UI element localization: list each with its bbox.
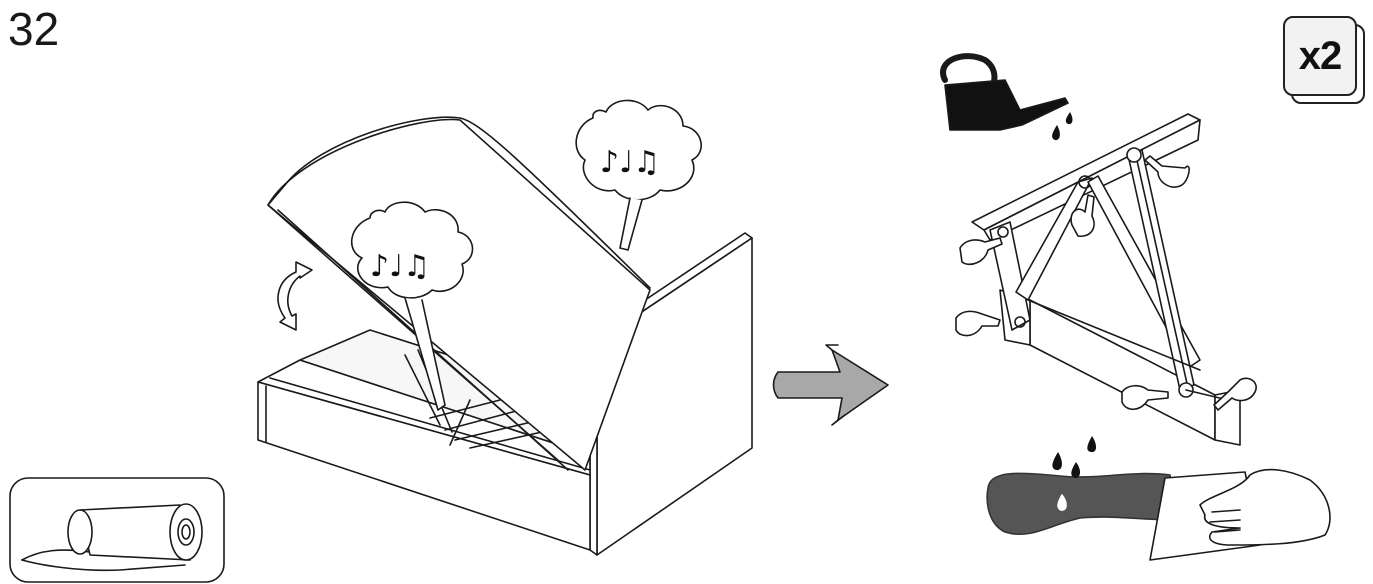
pointing-hand-icon <box>1145 156 1189 187</box>
music-notes-bubble-icon: ♪♩♫ <box>576 100 701 250</box>
next-step-arrow-icon <box>774 345 889 425</box>
svg-text:♪♩♫: ♪♩♫ <box>370 249 430 284</box>
paper-towel-roll-icon <box>10 478 224 582</box>
rotate-arrow-icon <box>278 262 312 330</box>
oil-spill-icon <box>987 473 1180 534</box>
svg-text:♪♩♫: ♪♩♫ <box>600 145 660 180</box>
oil-can-icon <box>943 56 1068 130</box>
oil-drop-icon <box>1052 436 1096 478</box>
oil-drop-icon <box>1052 112 1072 140</box>
gas-lift-mechanism-icon <box>972 114 1240 445</box>
pointing-hand-icon <box>956 311 1000 335</box>
